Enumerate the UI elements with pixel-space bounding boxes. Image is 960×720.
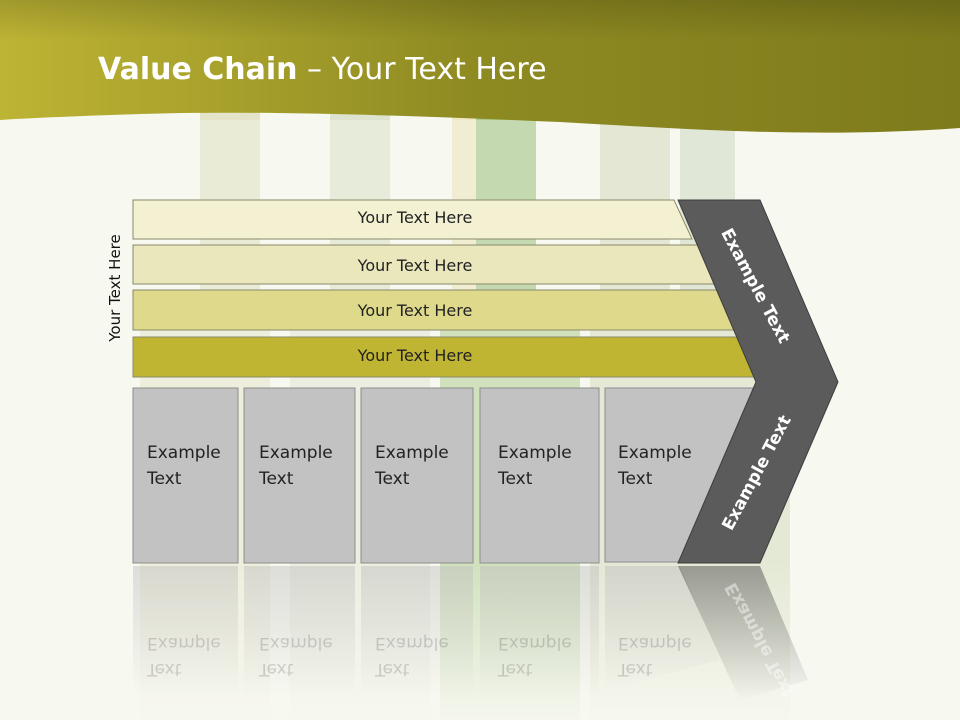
column-4-box bbox=[479, 387, 600, 564]
column-3-box bbox=[360, 387, 474, 564]
row-4-label: Your Text Here bbox=[357, 346, 473, 365]
row-2-label: Your Text Here bbox=[357, 256, 473, 275]
side-label: Your Text Here bbox=[106, 234, 124, 342]
chevron-shape bbox=[677, 199, 839, 564]
slide-title: Value Chain – Your Text Here bbox=[98, 52, 547, 87]
row-1-bar bbox=[132, 199, 693, 240]
row-1-label: Your Text Here bbox=[357, 208, 473, 227]
column-1-box bbox=[132, 387, 239, 564]
row-3-label: Your Text Here bbox=[357, 301, 473, 320]
column-2-box bbox=[243, 387, 356, 564]
